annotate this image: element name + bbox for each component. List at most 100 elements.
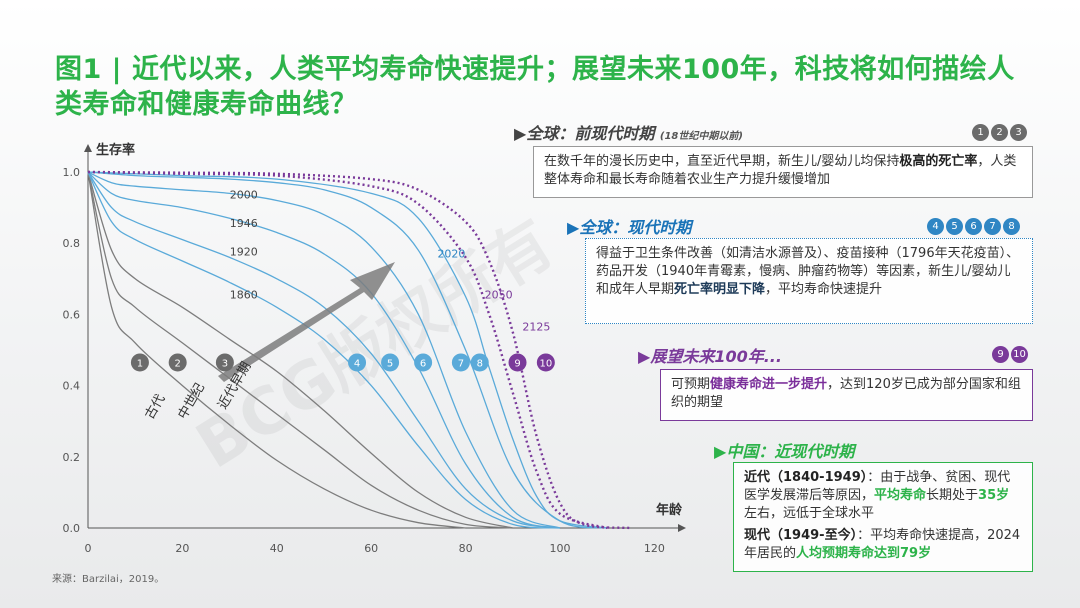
curve-label: 2050: [485, 288, 513, 301]
premodern-highlight: 极高的死亡率: [899, 154, 978, 169]
china-era-a-highlight-2: 35岁: [978, 488, 1010, 503]
curve-label: 2125: [522, 320, 550, 333]
badge-3: 3: [1010, 124, 1027, 141]
marker-label: 7: [458, 358, 464, 369]
curve-label: 1860: [230, 288, 258, 301]
y-axis-title: 生存率: [96, 142, 135, 158]
x-axis-title: 年龄: [656, 502, 683, 518]
marker-circle: [381, 353, 400, 372]
badge-5: 5: [946, 218, 963, 235]
y-tick-label: 1.0: [63, 166, 81, 179]
y-axis-arrowhead: [84, 144, 92, 152]
marker-circle: [451, 353, 470, 372]
x-axis-arrowhead: [678, 524, 686, 532]
marker-label: 1: [137, 358, 143, 369]
survival-curve-0: [87, 171, 466, 529]
marker-circle: [536, 353, 555, 372]
future-highlight: 健康寿命进一步提升: [710, 377, 828, 392]
badge-7: 7: [984, 218, 1001, 235]
premodern-text-2: ，人类整体寿命和最长寿命随着农业生产力提升缓慢增加: [544, 154, 1017, 187]
x-tick-label: 0: [85, 542, 92, 555]
marker-circle: [348, 353, 367, 372]
modern-highlight: 死亡率明显下降: [674, 282, 766, 297]
marker-circle: [508, 353, 527, 372]
marker-label: 5: [387, 358, 393, 369]
curve-label: 2020: [437, 247, 465, 260]
trend-arrow: [218, 262, 395, 382]
y-tick-label: 0.6: [63, 308, 81, 321]
marker-label: 10: [539, 358, 552, 369]
badge-6: 6: [965, 218, 982, 235]
china-panel: 近代（1840-1949）：由于战争、贫困、现代医学发展滞后等原因，平均寿命长期…: [733, 462, 1033, 572]
x-tick-label: 120: [644, 542, 665, 555]
marker-label: 9: [514, 358, 520, 369]
china-heading: ▶中国：近现代时期: [714, 442, 855, 461]
badge-8: 8: [1003, 218, 1020, 235]
survival-curve-2: [87, 171, 513, 529]
badge-1: 1: [972, 124, 989, 141]
survival-curve-8: [87, 171, 608, 529]
x-tick-label: 80: [459, 542, 473, 555]
premodern-heading-text: 全球：前现代时期: [526, 124, 655, 143]
y-tick-label: 0.0: [63, 522, 81, 535]
china-era-a-text-3: 左右，远低于全球水平: [744, 506, 875, 521]
badge-10: 10: [1011, 346, 1028, 363]
markers-layer: 1 2 3 4 5 6 7 8 9 10: [130, 353, 555, 372]
survival-curve-4: [87, 171, 561, 529]
modern-text-2: ，平均寿命快速提升: [765, 282, 883, 297]
survival-curve-6: [87, 171, 561, 529]
china-era-a-head: 近代（1840-1949）: [744, 470, 868, 485]
china-modern-era: 近代（1840-1949）：由于战争、贫困、现代医学发展滞后等原因，平均寿命长期…: [744, 469, 1022, 523]
survival-curve-9: [87, 170, 608, 530]
curve-label: 2000: [230, 189, 258, 202]
y-tick-label: 0.4: [63, 380, 81, 393]
china-era-a-highlight-1: 平均寿命: [874, 488, 927, 503]
survival-curve-1: [87, 171, 513, 529]
premodern-panel: 在数千年的漫长历史中，直至近代早期，新生儿/婴幼儿均保持极高的死亡率，人类整体寿…: [533, 146, 1033, 198]
x-tick-label: 100: [550, 542, 571, 555]
curve-label: 1946: [230, 217, 258, 230]
series-layer: [87, 170, 631, 530]
source-note: 来源：Barzilai，2019。: [52, 574, 165, 585]
x-tick-label: 60: [364, 542, 378, 555]
future-heading: ▶展望未来100年...: [638, 347, 782, 366]
marker-label: 8: [477, 358, 483, 369]
badge-9: 9: [992, 346, 1009, 363]
era-label: 古代: [142, 392, 168, 422]
survival-curve-3: [87, 171, 561, 529]
marker-circle: [470, 353, 489, 372]
survival-curve-7: [87, 171, 608, 529]
modern-heading-text: 全球：现代时期: [579, 218, 692, 237]
marker-label: 6: [420, 358, 426, 369]
marker-label: 2: [174, 358, 180, 369]
marker-circle: [414, 353, 433, 372]
marker-circle: [130, 353, 149, 372]
future-text-1: 可预期: [671, 377, 711, 392]
premodern-heading: ▶全球：前现代时期 (18世纪中期以前): [514, 124, 743, 143]
marker-circle: [215, 353, 234, 372]
y-tick-label: 0.8: [63, 237, 81, 250]
x-tick-label: 20: [175, 542, 189, 555]
marker-circle: [168, 353, 187, 372]
future-text-2: ，达到120岁已成为部分国家和组织的期望: [671, 377, 1021, 410]
china-era-b-highlight: 人均预期寿命达到79岁: [796, 546, 932, 561]
modern-panel: 得益于卫生条件改善（如清洁水源普及）、疫苗接种（1796年天花疫苗）、药品开发（…: [585, 238, 1033, 324]
china-era-a-text-2: 长期处于: [926, 488, 979, 503]
marker-label: 4: [354, 358, 360, 369]
future-heading-text: 展望未来100年...: [650, 347, 782, 366]
badge-2: 2: [991, 124, 1008, 141]
curve-label: 1920: [230, 246, 258, 259]
china-heading-text: 中国：近现代时期: [726, 442, 855, 461]
china-era-b-text: ：平均寿命快速提高，2024年居民的: [744, 528, 1021, 561]
marker-label: 3: [222, 358, 228, 369]
premodern-subheading: (18世纪中期以前): [659, 131, 743, 142]
x-tick-label: 40: [270, 542, 284, 555]
china-current-era: 现代（1949-至今）：平均寿命快速提高，2024年居民的人均预期寿命达到79岁: [744, 527, 1022, 563]
modern-text-1: 得益于卫生条件改善（如清洁水源普及）、疫苗接种（1796年天花疫苗）、药品开发（…: [596, 246, 1020, 297]
china-era-a-text-1: ：由于战争、贫困、现代医学发展滞后等原因，: [744, 470, 1011, 503]
